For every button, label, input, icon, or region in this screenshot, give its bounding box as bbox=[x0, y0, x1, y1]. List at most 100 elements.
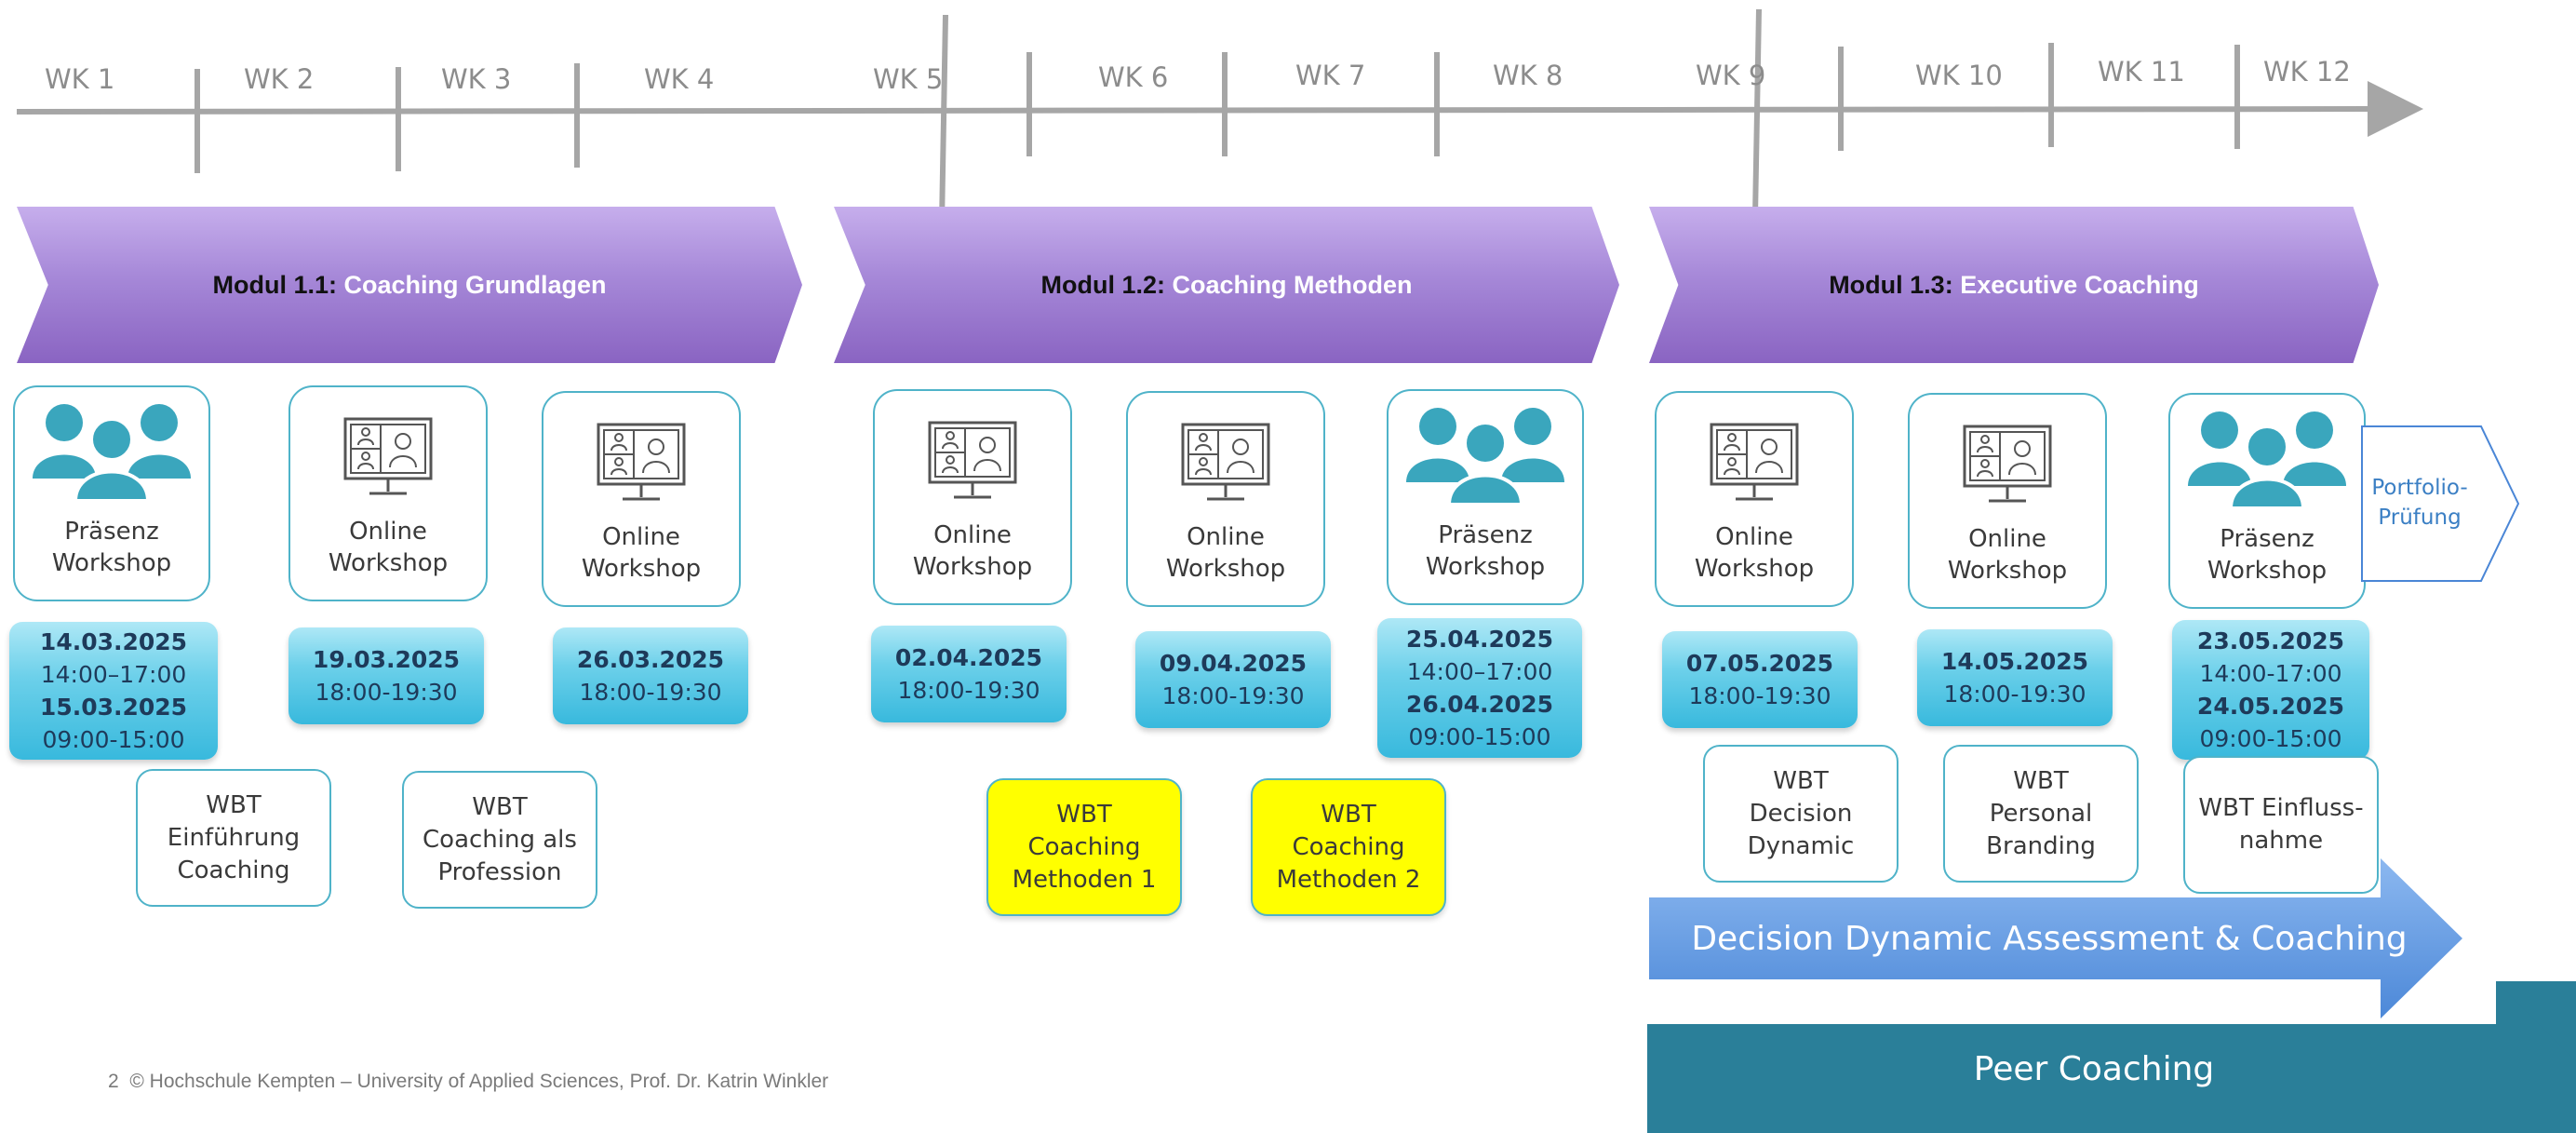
module-key: Modul 1.2: bbox=[1040, 270, 1165, 299]
video-call-icon bbox=[926, 419, 1019, 508]
session-time: 09:00-15:00 bbox=[42, 726, 185, 753]
week-label-3: WK 3 bbox=[441, 63, 512, 95]
session-type-label: Präsenz Workshop bbox=[51, 518, 172, 577]
session-card: Präsenz Workshop bbox=[2168, 393, 2366, 609]
module-1-2-banner: Modul 1.2: Coaching Methoden bbox=[834, 207, 1619, 363]
peer-coaching-arrow bbox=[1647, 981, 2576, 1133]
session-time: 18:00-19:30 bbox=[1161, 682, 1305, 709]
footer: 2 © Hochschule Kempten – University of A… bbox=[108, 1071, 828, 1093]
session-date: 14.03.2025 bbox=[39, 628, 188, 655]
session-card: Online Workshop bbox=[873, 389, 1072, 605]
session-type-label: Präsenz Workshop bbox=[1425, 521, 1546, 581]
portfolio-label: Portfolio-Prüfung bbox=[2371, 476, 2468, 530]
session-date: 07.05.2025 bbox=[1685, 650, 1834, 677]
wbt-label: WBT Coaching als Profession bbox=[423, 792, 577, 886]
session-date-box: 07.05.2025 18:00-19:30 bbox=[1662, 631, 1858, 728]
module-key: Modul 1.1: bbox=[212, 270, 337, 299]
group-icon bbox=[2188, 406, 2346, 512]
week-label-4: WK 4 bbox=[644, 63, 715, 95]
wbt-label: WBT Decision Dynamic bbox=[1747, 766, 1855, 860]
session-type-label: Online Workshop bbox=[912, 521, 1033, 581]
session-date-box: 02.04.2025 18:00-19:30 bbox=[871, 626, 1067, 722]
wbt-label: WBT Coaching Methoden 1 bbox=[1012, 800, 1157, 894]
wbt-box: WBT Einfluss-nahme bbox=[2183, 756, 2379, 894]
session-date: 14.05.2025 bbox=[1940, 648, 2089, 675]
session-card: Online Workshop bbox=[1655, 391, 1854, 607]
session-date: 23.05.2025 bbox=[2196, 627, 2345, 654]
group-icon bbox=[33, 398, 191, 505]
session-date: 09.04.2025 bbox=[1159, 650, 1308, 677]
session-time: 14:00–17:00 bbox=[1406, 658, 1553, 685]
week-label-2: WK 2 bbox=[244, 63, 315, 95]
module-name: Coaching Grundlagen bbox=[343, 270, 607, 299]
session-date-box: 09.04.2025 18:00-19:30 bbox=[1135, 631, 1331, 728]
video-call-icon bbox=[595, 421, 688, 510]
module-1-3-banner: Modul 1.3: Executive Coaching bbox=[1649, 207, 2379, 363]
wbt-label: WBT Coaching Methoden 2 bbox=[1276, 800, 1421, 894]
wbt-box: WBT Coaching als Profession bbox=[402, 771, 597, 909]
session-date-box: 14.05.2025 18:00-19:30 bbox=[1917, 629, 2113, 726]
week-label-7: WK 7 bbox=[1295, 60, 1366, 91]
session-time: 14:00–17:00 bbox=[40, 661, 187, 688]
week-label-1: WK 1 bbox=[45, 63, 115, 95]
session-date: 26.03.2025 bbox=[576, 646, 725, 673]
week-label-11: WK 11 bbox=[2098, 56, 2185, 88]
session-time: 09:00-15:00 bbox=[1408, 723, 1551, 750]
portfolio-chevron bbox=[2361, 425, 2520, 582]
session-date: 25.04.2025 bbox=[1405, 626, 1554, 653]
session-type-label: Online Workshop bbox=[1165, 523, 1286, 583]
session-date: 19.03.2025 bbox=[312, 646, 461, 673]
session-date: 02.04.2025 bbox=[894, 644, 1043, 671]
session-type-label: Online Workshop bbox=[1694, 523, 1815, 583]
group-icon bbox=[1406, 402, 1564, 508]
week-label-10: WK 10 bbox=[1915, 60, 2003, 91]
session-card: Online Workshop bbox=[288, 385, 488, 601]
page-number: 2 bbox=[108, 1071, 119, 1092]
peer-coaching-label: Peer Coaching bbox=[1973, 1049, 2215, 1088]
week-label-12: WK 12 bbox=[2263, 56, 2351, 88]
session-card: Online Workshop bbox=[542, 391, 741, 607]
video-call-icon bbox=[1961, 423, 2054, 512]
module-name: Executive Coaching bbox=[1960, 270, 2199, 299]
session-date: 15.03.2025 bbox=[39, 694, 188, 721]
module-name: Coaching Methoden bbox=[1172, 270, 1413, 299]
session-date-box: 25.04.2025 14:00–17:00 26.04.2025 09:00-15:… bbox=[1377, 618, 1582, 758]
week-label-9: WK 9 bbox=[1696, 60, 1766, 91]
session-time: 18:00-19:30 bbox=[1688, 682, 1831, 709]
session-type-label: Online Workshop bbox=[1947, 525, 2068, 585]
session-date: 24.05.2025 bbox=[2196, 693, 2345, 720]
wbt-box: WBT Einführung Coaching bbox=[136, 769, 331, 907]
footer-copyright: © Hochschule Kempten – University of App… bbox=[129, 1071, 829, 1092]
decision-dynamic-label: Decision Dynamic Assessment & Coaching bbox=[1691, 919, 2408, 958]
module-1-2-title: Modul 1.2: Coaching Methoden bbox=[1040, 271, 1412, 300]
video-call-icon bbox=[342, 415, 435, 505]
module-key: Modul 1.3: bbox=[1829, 270, 1953, 299]
session-date: 26.04.2025 bbox=[1405, 691, 1554, 718]
session-time: 18:00-19:30 bbox=[1943, 681, 2086, 708]
week-label-8: WK 8 bbox=[1493, 60, 1563, 91]
session-card: Online Workshop bbox=[1908, 393, 2107, 609]
session-card: Präsenz Workshop bbox=[1387, 389, 1584, 605]
module-1-1-banner: Modul 1.1: Coaching Grundlagen bbox=[17, 207, 802, 363]
session-date-box: 14.03.2025 14:00–17:00 15.03.2025 09:00-15:… bbox=[9, 622, 218, 760]
session-time: 14:00-17:00 bbox=[2199, 660, 2342, 687]
session-date-box: 23.05.2025 14:00-17:00 24.05.2025 09:00-15:… bbox=[2172, 620, 2369, 760]
session-time: 18:00-19:30 bbox=[897, 677, 1040, 704]
wbt-label: WBT Einfluss-nahme bbox=[2198, 794, 2364, 855]
wbt-box: WBT Decision Dynamic bbox=[1703, 745, 1898, 883]
video-call-icon bbox=[1708, 421, 1801, 510]
session-card: Präsenz Workshop bbox=[13, 385, 210, 601]
module-1-1-title: Modul 1.1: Coaching Grundlagen bbox=[212, 271, 606, 300]
session-type-label: Online Workshop bbox=[328, 518, 449, 577]
session-time: 18:00-19:30 bbox=[315, 679, 458, 706]
wbt-box: WBT Personal Branding bbox=[1943, 745, 2139, 883]
session-type-label: Präsenz Workshop bbox=[2207, 525, 2328, 585]
week-label-5: WK 5 bbox=[873, 63, 944, 95]
wbt-box: WBT Coaching Methoden 2 bbox=[1251, 778, 1446, 916]
session-card: Online Workshop bbox=[1126, 391, 1325, 607]
wbt-label: WBT Personal Branding bbox=[1986, 766, 2096, 860]
session-time: 09:00-15:00 bbox=[2199, 725, 2342, 752]
video-call-icon bbox=[1179, 421, 1272, 510]
